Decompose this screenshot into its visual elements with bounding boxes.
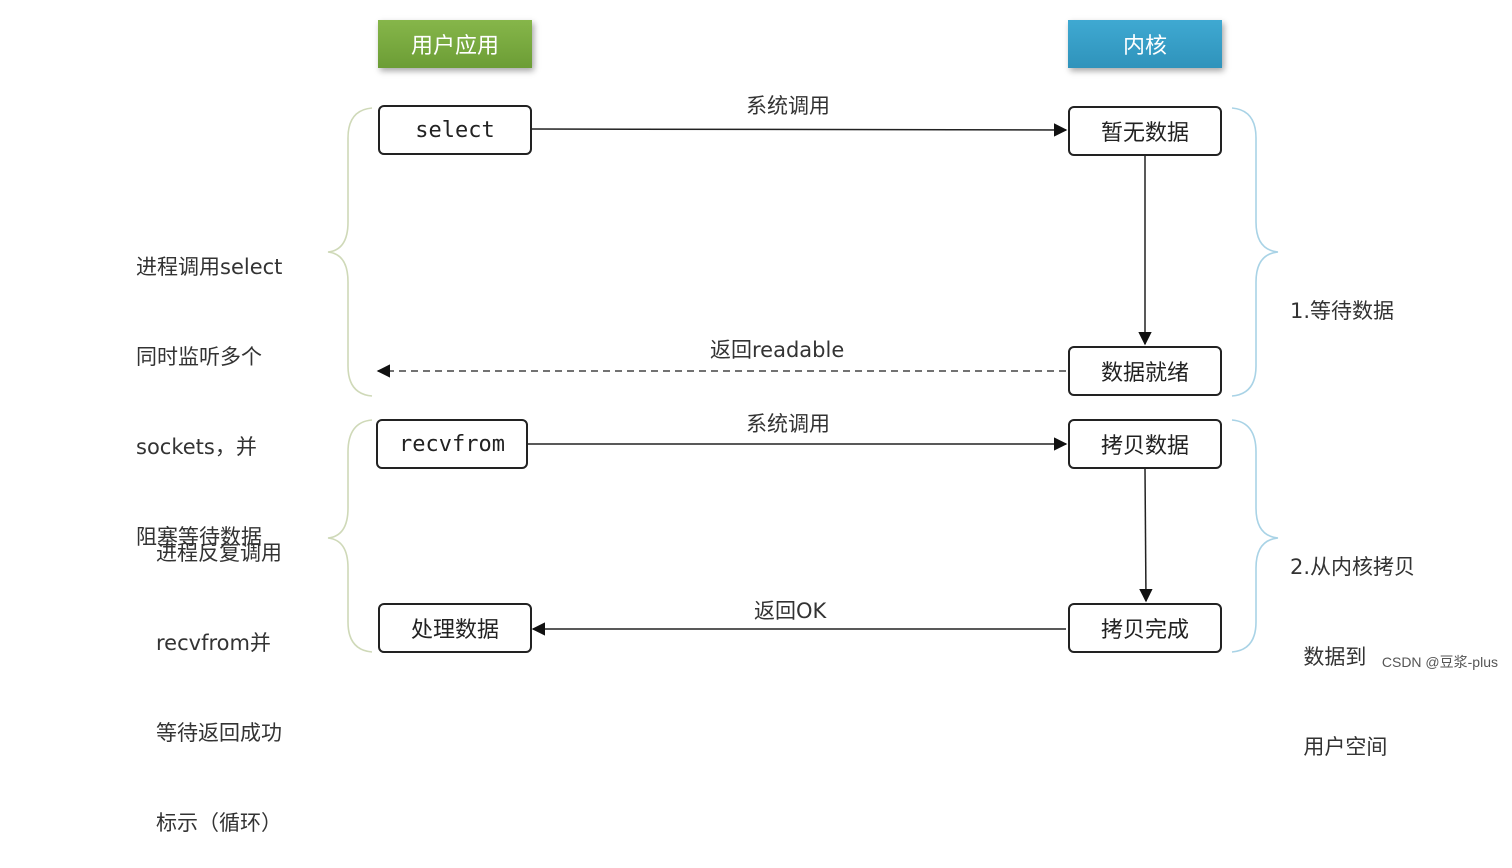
left-brace-1 (327, 107, 373, 397)
left-note-1-line: 阻塞等待数据 (136, 525, 262, 549)
flow-diagram (327, 107, 1279, 653)
left-note-2-line: 进程反复调用 (156, 541, 282, 565)
copy-done-box: 拷贝完成 (1068, 603, 1222, 653)
left-note-1-line: 同时监听多个 (136, 345, 262, 369)
right-note-2-line: 2.从内核拷贝 (1290, 555, 1416, 579)
kernel-header: 内核 (1068, 20, 1222, 68)
left-note-1-line: 进程调用select (136, 255, 283, 279)
data-ready-box: 数据就绪 (1068, 346, 1222, 396)
right-note-1-line: 1.等待数据 (1290, 299, 1395, 323)
no-data-box: 暂无数据 (1068, 106, 1222, 156)
right-brace-2 (1231, 419, 1279, 653)
user-app-header: 用户应用 (378, 20, 532, 68)
copy-data-box: 拷贝数据 (1068, 419, 1222, 469)
select-box: select (378, 105, 532, 155)
left-note-2: 进程反复调用 recvfrom并 等待返回成功 标示（循环） (156, 478, 282, 868)
copy-arrow (1139, 468, 1153, 603)
watermark: CSDN @豆浆-plus (1381, 654, 1498, 670)
return-readable-label: 返回readable (710, 338, 845, 362)
syscall-label-2: 系统调用 (746, 412, 830, 436)
left-note-1-line: sockets，并 (136, 435, 257, 459)
right-note-2: 2.从内核拷贝 数据到 用户空间 (1290, 492, 1415, 792)
left-note-2-line: recvfrom并 (156, 631, 271, 655)
syscall-arrow-1 (531, 123, 1068, 137)
syscall-label-1: 系统调用 (746, 94, 830, 118)
right-note-1: 1.等待数据 (1290, 236, 1394, 356)
right-note-2-line: 用户空间 (1290, 735, 1388, 759)
return-ok-label: 返回OK (754, 599, 827, 623)
right-brace-1 (1231, 107, 1279, 397)
right-note-2-line: 数据到 (1290, 645, 1367, 669)
left-note-2-line: 等待返回成功 (156, 721, 282, 745)
process-data-box: 处理数据 (378, 603, 532, 653)
left-note-2-line: 标示（循环） (156, 811, 282, 835)
left-note-1: 进程调用select 同时监听多个 sockets，并 阻塞等待数据 (136, 192, 282, 582)
left-brace-2 (327, 419, 373, 653)
recvfrom-box: recvfrom (376, 419, 528, 469)
